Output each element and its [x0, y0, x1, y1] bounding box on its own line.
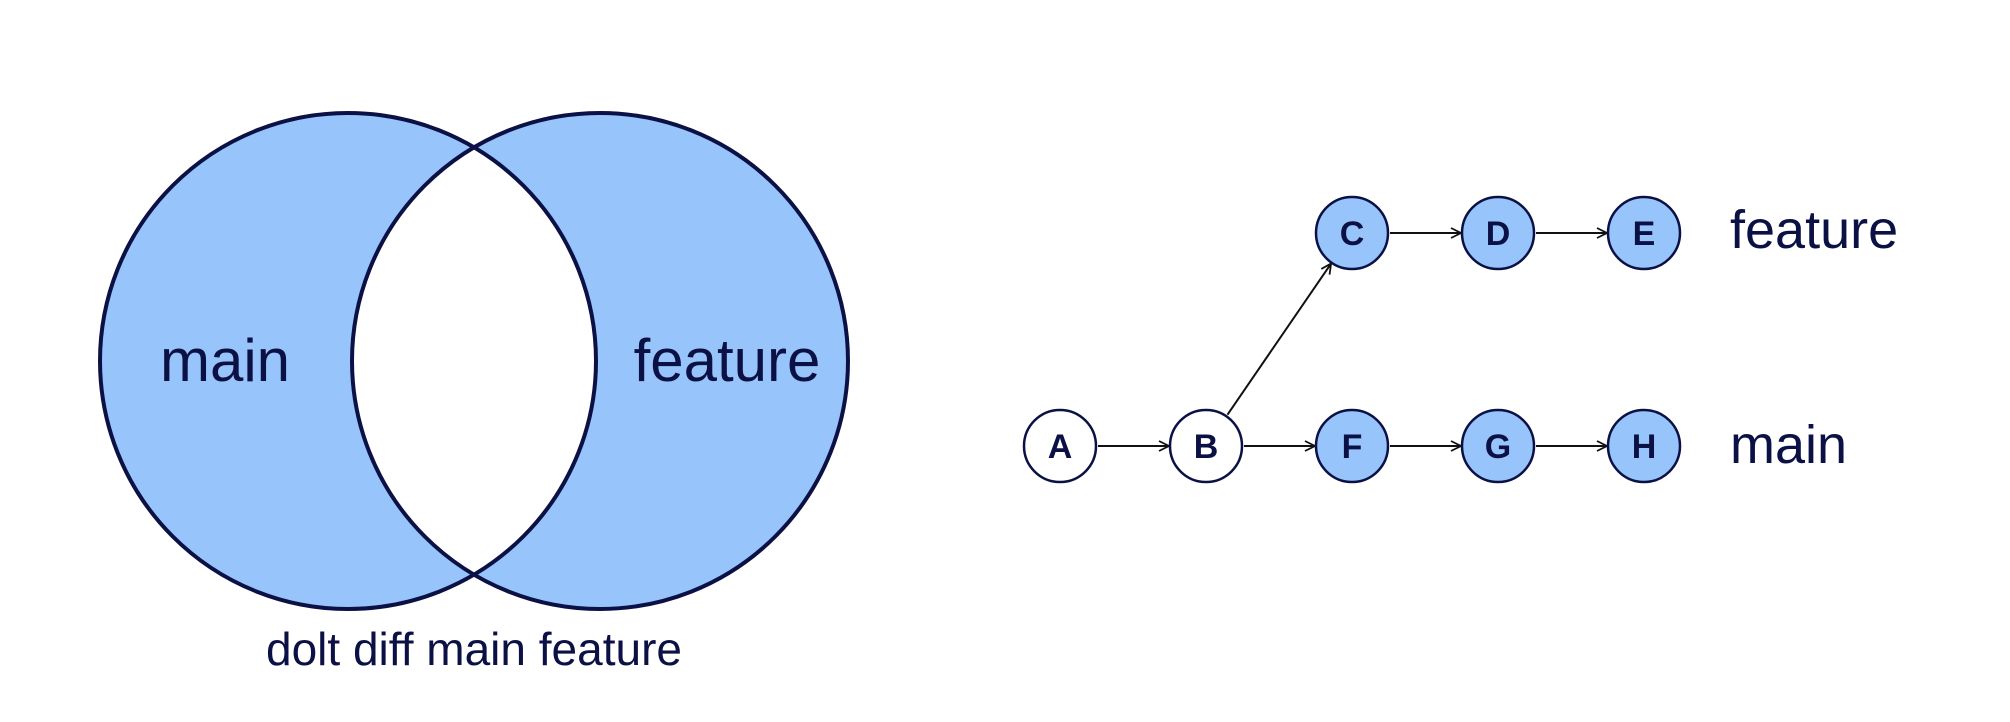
commit-node-a: A	[1022, 408, 1098, 484]
venn-caption: dolt diff main feature	[266, 623, 682, 675]
branch-label-main: main	[1730, 415, 1847, 475]
commit-circle-h	[1606, 408, 1682, 484]
commit-label-c: C	[1340, 215, 1365, 253]
commit-graph-nodes: A B C D E F G H	[1022, 195, 1682, 484]
commit-label-b: B	[1194, 428, 1219, 466]
commit-node-e: E	[1606, 195, 1682, 271]
venn-main-outline	[98, 111, 598, 611]
venn-diagram: main feature dolt diff main feature	[98, 111, 850, 675]
commit-node-h: H	[1606, 408, 1682, 484]
commit-node-c: C	[1314, 195, 1390, 271]
venn-intersection	[352, 113, 596, 609]
commit-node-b: B	[1168, 408, 1244, 484]
commit-circle-g	[1460, 408, 1536, 484]
commit-circle-b	[1168, 408, 1244, 484]
commit-label-f: F	[1342, 428, 1363, 466]
commit-circle-d	[1460, 195, 1536, 271]
commit-label-h: H	[1632, 428, 1657, 466]
commit-circle-c	[1314, 195, 1390, 271]
commit-node-g: G	[1460, 408, 1536, 484]
commit-circle-a	[1022, 408, 1098, 484]
commit-graph-edges	[1098, 233, 1607, 446]
commit-label-g: G	[1485, 428, 1511, 466]
branch-labels: feature main	[1730, 200, 1898, 475]
branch-label-feature: feature	[1730, 200, 1898, 260]
commit-node-d: D	[1460, 195, 1536, 271]
venn-main-label: main	[160, 327, 290, 394]
commit-node-f: F	[1314, 408, 1390, 484]
commit-label-e: E	[1633, 215, 1656, 253]
commit-circle-f	[1314, 408, 1390, 484]
commit-circle-e	[1606, 195, 1682, 271]
commit-label-a: A	[1048, 428, 1073, 466]
edge-b-c	[1226, 264, 1331, 416]
venn-feature-outline	[350, 111, 850, 611]
commit-label-d: D	[1486, 215, 1511, 253]
venn-feature-label: feature	[634, 327, 821, 394]
